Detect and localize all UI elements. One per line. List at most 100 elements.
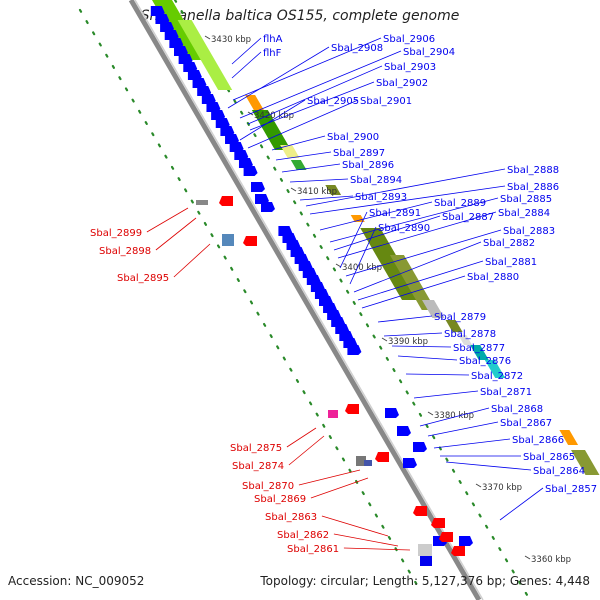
forward-gene-arrow bbox=[255, 194, 269, 204]
reverse-gene-label: Sbal_2869 bbox=[254, 494, 306, 505]
forward-label-leader bbox=[309, 185, 506, 215]
forward-gene-arrow bbox=[397, 426, 411, 436]
forward-gene-arrow bbox=[459, 536, 473, 546]
gene-band bbox=[484, 360, 506, 378]
forward-label-leader bbox=[339, 211, 368, 269]
gene-block bbox=[420, 556, 432, 566]
forward-gene-arrow bbox=[413, 442, 427, 452]
forward-gene-arrow bbox=[243, 166, 258, 176]
kbp-tick-mark bbox=[524, 555, 531, 560]
forward-label-leader bbox=[337, 211, 497, 259]
forward-gene-label: Sbal_2872 bbox=[471, 371, 523, 382]
gene-band bbox=[571, 450, 600, 475]
forward-gene-label: Sbal_2857 bbox=[545, 484, 597, 495]
reverse-gene-label: Sbal_2875 bbox=[230, 443, 282, 454]
reverse-label-leader bbox=[288, 435, 325, 466]
gene-band bbox=[280, 145, 300, 158]
reverse-gene-label: Sbal_2861 bbox=[287, 544, 339, 555]
forward-label-leader bbox=[247, 65, 383, 125]
forward-label-leader bbox=[397, 355, 458, 361]
forward-gene-label: Sbal_2865 bbox=[523, 452, 575, 463]
forward-gene-label: Sbal_2906 bbox=[383, 34, 435, 45]
reverse-label-leader bbox=[146, 207, 189, 233]
forward-gene-arrow bbox=[225, 134, 240, 144]
forward-gene-arrow bbox=[164, 30, 179, 40]
forward-label-leader bbox=[427, 421, 499, 437]
forward-gene-arrow bbox=[347, 345, 362, 355]
kbp-tick-mark bbox=[335, 263, 342, 268]
kbp-tick-mark bbox=[204, 35, 211, 40]
forward-label-leader bbox=[299, 195, 354, 201]
genome-title: Shewanella baltica OS155, complete genom… bbox=[140, 8, 460, 24]
forward-gene-label: Sbal_2867 bbox=[500, 418, 552, 429]
forward-label-leader bbox=[499, 487, 544, 521]
gene-block bbox=[364, 460, 372, 466]
kbp-tick-label: 3400 kbp bbox=[342, 263, 382, 273]
forward-gene-label: Sbal_2876 bbox=[459, 356, 511, 367]
reverse-label-leader bbox=[310, 477, 369, 499]
reverse-gene-arrow bbox=[345, 404, 359, 414]
topology-text: Topology: circular; Length: 5,127,376 bp… bbox=[260, 574, 590, 588]
forward-label-leader bbox=[231, 37, 262, 65]
dotted-track-reverse-outer bbox=[78, 8, 422, 592]
forward-gene-arrow bbox=[206, 102, 221, 112]
reverse-gene-arrow bbox=[431, 518, 445, 528]
forward-gene-label: Sbal_2896 bbox=[342, 160, 394, 171]
forward-label-leader bbox=[353, 241, 482, 293]
reverse-gene-label: Sbal_2862 bbox=[277, 530, 329, 541]
forward-gene-label: Sbal_2886 bbox=[507, 182, 559, 193]
forward-label-leader bbox=[329, 197, 499, 243]
forward-gene-label: Sbal_2905 bbox=[307, 96, 359, 107]
gene-band bbox=[422, 300, 445, 318]
reverse-label-leader bbox=[321, 515, 389, 537]
forward-gene-arrow bbox=[220, 126, 235, 136]
forward-gene-arrow bbox=[234, 150, 249, 160]
reverse-gene-label: Sbal_2899 bbox=[90, 228, 142, 239]
forward-gene-label: flhF bbox=[263, 48, 282, 59]
forward-label-leader bbox=[271, 135, 326, 151]
forward-gene-arrow bbox=[211, 110, 226, 120]
forward-label-leader bbox=[275, 151, 332, 161]
reverse-label-leader bbox=[343, 547, 411, 551]
gene-band bbox=[445, 320, 463, 332]
forward-gene-arrow bbox=[183, 62, 198, 72]
forward-gene-arrow bbox=[201, 94, 216, 104]
forward-label-leader bbox=[433, 438, 511, 449]
forward-label-leader bbox=[349, 226, 377, 285]
forward-gene-label: Sbal_2888 bbox=[507, 165, 559, 176]
gene-band bbox=[177, 20, 233, 90]
forward-gene-label: Sbal_2908 bbox=[331, 43, 383, 54]
forward-label-leader bbox=[281, 163, 341, 173]
forward-gene-label: Sbal_2877 bbox=[453, 343, 505, 354]
gene-block bbox=[356, 456, 366, 466]
forward-gene-arrow bbox=[150, 6, 165, 16]
forward-label-leader bbox=[405, 373, 470, 376]
gene-band bbox=[559, 430, 579, 445]
gene-band bbox=[245, 95, 264, 110]
forward-gene-arrow bbox=[403, 458, 417, 468]
gene-block bbox=[418, 544, 432, 556]
reverse-gene-arrow bbox=[439, 532, 453, 542]
forward-label-leader bbox=[383, 332, 443, 337]
forward-gene-label: Sbal_2890 bbox=[378, 223, 430, 234]
kbp-tick-mark bbox=[427, 411, 434, 416]
gene-block bbox=[328, 410, 338, 418]
forward-gene-label: Sbal_2900 bbox=[327, 132, 379, 143]
forward-gene-label: Sbal_2868 bbox=[491, 404, 543, 415]
kbp-tick-label: 3370 kbp bbox=[482, 483, 522, 493]
reverse-gene-arrow bbox=[243, 236, 257, 246]
kbp-tick-label: 3420 kbp bbox=[254, 111, 294, 121]
gene-band bbox=[350, 215, 365, 222]
gene-band bbox=[290, 160, 307, 170]
forward-gene-arrow bbox=[178, 54, 193, 64]
forward-gene-arrow bbox=[155, 14, 170, 24]
forward-gene-label: Sbal_2881 bbox=[485, 257, 537, 268]
forward-gene-label: Sbal_2903 bbox=[384, 62, 436, 73]
forward-gene-label: Sbal_2871 bbox=[480, 387, 532, 398]
reverse-label-leader bbox=[173, 243, 211, 278]
genome-backbone-shadow bbox=[134, 0, 484, 600]
forward-gene-arrow bbox=[197, 86, 212, 96]
reverse-gene-arrow bbox=[413, 506, 427, 516]
gene-block bbox=[222, 234, 234, 246]
forward-label-leader bbox=[239, 50, 402, 119]
